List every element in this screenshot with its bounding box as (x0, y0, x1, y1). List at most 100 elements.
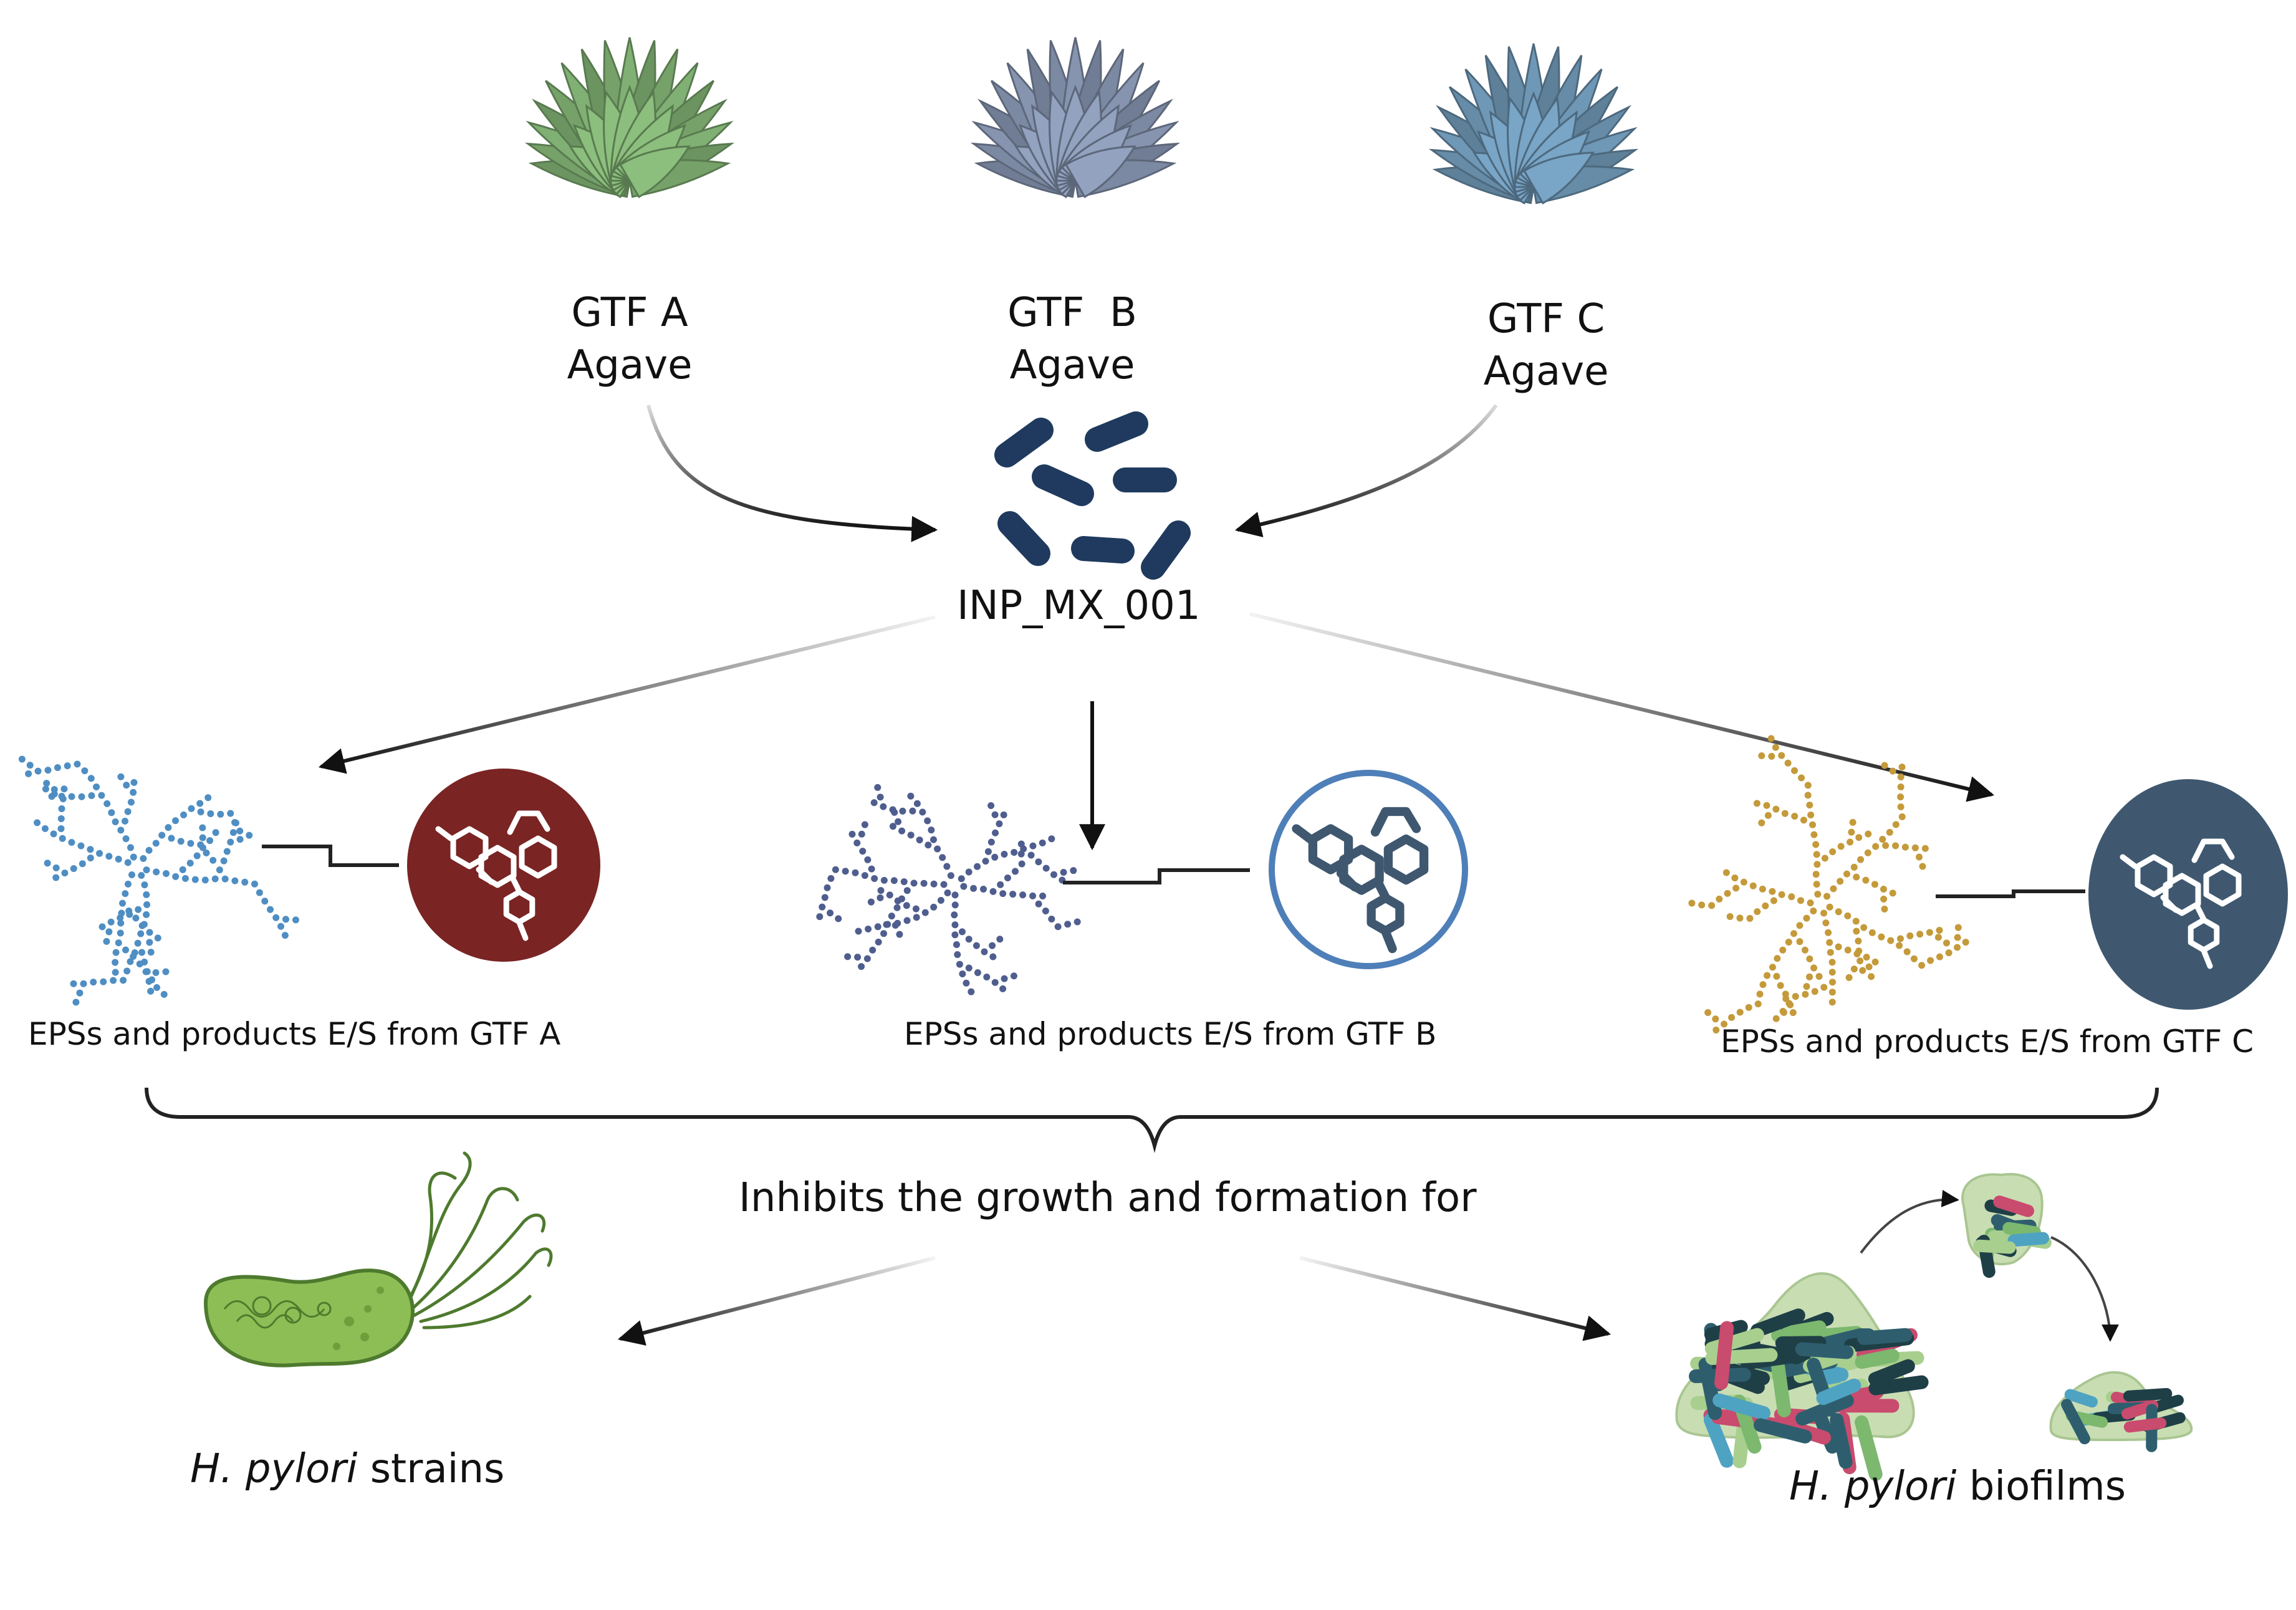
source-name-b: GTF B (1007, 290, 1137, 336)
polymer-dot (79, 860, 86, 868)
polymer-dot (934, 845, 941, 853)
polymer-dot (1811, 988, 1818, 995)
polymer-dot (1772, 1015, 1780, 1022)
source-label-c: GTF C Agave (1421, 293, 1671, 398)
product-label-c: EPSs and products E/S from GTF C (1721, 1023, 2254, 1060)
polymer-dot (877, 887, 885, 894)
polymer-dot (1865, 963, 1873, 970)
polymer-dot (974, 969, 981, 977)
polymer-dot (996, 936, 1004, 943)
biofilm-rod (1855, 1415, 1883, 1482)
polymer-dot (912, 905, 920, 913)
eps-polymer-b-icon (816, 783, 1081, 995)
polymer-dot (996, 820, 1003, 828)
polymer-dot (1868, 929, 1876, 936)
molecule-bond (2201, 947, 2213, 969)
polymer-dot (88, 792, 95, 799)
polymer-dot (132, 914, 140, 922)
polymer-dot (1827, 949, 1834, 956)
polymer-dot (1009, 891, 1017, 898)
polymer-dot (1853, 950, 1861, 957)
polymer-dot (1897, 783, 1905, 791)
molecule-structure-c-icon (2120, 838, 2242, 969)
arrow-strain-to-product-a (318, 615, 936, 774)
source-plant-c: Agave (1483, 348, 1609, 395)
polymer-dot (282, 916, 289, 923)
polymer-dot (1828, 979, 1836, 986)
polymer-dot (1810, 964, 1818, 972)
polymer-dot (1802, 990, 1809, 998)
polymer-dot (1800, 817, 1807, 824)
polymer-dot (130, 788, 137, 796)
polymer-dot (821, 894, 829, 901)
biofilm-rod (1868, 1359, 1915, 1386)
polymer-dot (130, 853, 137, 861)
polymer-dot (1855, 834, 1863, 841)
polymer-dot (1035, 858, 1042, 866)
polymer-dot (899, 807, 906, 815)
polymer-dot (1837, 843, 1845, 850)
biofilm-rod (1712, 1393, 1771, 1421)
polymer-dot (117, 919, 125, 927)
polymer-dot (1772, 744, 1779, 751)
polymer-dot (115, 939, 122, 947)
polymer-dot (871, 874, 878, 882)
polymer-dot (1773, 972, 1780, 980)
polymer-dot (992, 829, 999, 836)
agave-leaf (1064, 145, 1136, 199)
polymer-dot (256, 889, 263, 896)
polymer-dot (1825, 929, 1832, 936)
polymer-dot (1926, 929, 1933, 936)
polymer-dot (1844, 946, 1852, 954)
polymer-dot (1724, 889, 1731, 897)
polymer-dot (888, 913, 895, 920)
polymer-dot (122, 835, 130, 843)
polymer-dot (127, 798, 135, 806)
molecule-bond (1336, 868, 1360, 892)
molecule-circle-c-icon (2088, 779, 2288, 1010)
molecule-bond (519, 835, 557, 879)
polymer-dot (1814, 891, 1822, 898)
polymer-dot (924, 817, 931, 825)
biofilm-rod (1855, 1349, 1900, 1369)
polymer-dot (930, 903, 938, 911)
polymer-dot (865, 925, 872, 932)
polymer-dot (913, 914, 920, 921)
polymer-dot (229, 829, 237, 836)
polymer-dot (1782, 990, 1789, 998)
polymer-dot (1798, 774, 1805, 782)
polymer-dot (1039, 892, 1047, 899)
polymer-dot (973, 942, 980, 949)
polymer-dot (168, 835, 175, 842)
polymer-dot (1018, 860, 1026, 868)
polymer-dot (1740, 878, 1747, 886)
polymer-dot (1763, 802, 1770, 809)
polymer-dot (1754, 1000, 1762, 1008)
polymer-dot (87, 846, 94, 853)
polymer-dot (128, 871, 135, 879)
polymer-dot (138, 949, 146, 956)
polymer-dot (115, 855, 122, 863)
polymer-dot (292, 916, 299, 924)
polymer-dot (118, 909, 125, 917)
polymer-dot (1759, 981, 1767, 989)
polymer-dot (1029, 842, 1037, 850)
polymer-dot (929, 836, 937, 843)
polymer-dot (919, 808, 926, 816)
polymer-dot (928, 827, 935, 834)
polymer-dot (142, 968, 150, 975)
polymer-dot (206, 837, 214, 845)
polymer-dot (889, 823, 896, 830)
polymer-dot (863, 955, 871, 962)
polymer-dot (824, 884, 831, 891)
arrow-strain-to-product-c (1249, 612, 1995, 802)
polymer-dot (227, 810, 234, 817)
polymer-dot (70, 980, 77, 987)
polymer-dot (50, 830, 57, 838)
polymer-dot (1843, 870, 1851, 878)
polymer-dot (951, 911, 958, 919)
polymer-dot (1704, 1009, 1712, 1016)
polymer-dot (48, 793, 55, 800)
polymer-dot (1857, 856, 1865, 863)
polymer-dot (209, 856, 217, 864)
